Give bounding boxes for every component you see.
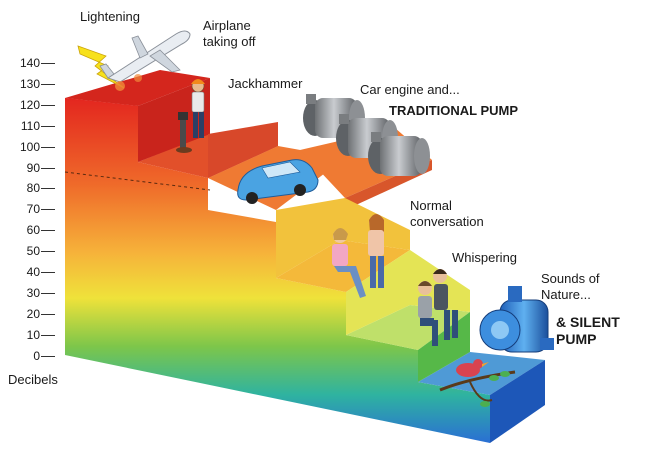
- decibel-tick-mark: [41, 355, 55, 357]
- decibel-tick-mark: [41, 272, 55, 273]
- airplane-icon: [99, 30, 191, 91]
- car-icon: [237, 159, 319, 204]
- label-whispering: Whispering: [452, 250, 518, 265]
- decibel-tick-label: 30: [26, 285, 40, 300]
- step-top-tread: [65, 70, 210, 106]
- decibel-tick-mark: [41, 63, 55, 64]
- decibel-tick-mark: [41, 83, 55, 85]
- decibel-tick: 120: [10, 98, 58, 112]
- label-airplane-line2: taking off: [203, 34, 256, 49]
- label-silent-line2: PUMP: [556, 331, 597, 347]
- decibel-tick: 100: [10, 140, 58, 154]
- jackhammer-worker-icon: [176, 79, 205, 153]
- decibel-tick-mark: [41, 188, 55, 190]
- label-traditional-pump: TRADITIONAL PUMP: [389, 103, 519, 118]
- step-nature-right-face: [490, 360, 545, 443]
- label-normal-line1: Normal: [410, 198, 452, 213]
- decibel-tick-mark: [41, 313, 55, 315]
- decibel-tick: 90: [10, 161, 58, 175]
- decibel-tick-label: 40: [26, 265, 40, 279]
- decibel-tick: 50: [10, 244, 58, 258]
- decibel-tick: 130: [10, 77, 58, 91]
- decibel-tick-label: 110: [20, 118, 40, 133]
- decibel-tick-label: 120: [19, 97, 40, 112]
- decibel-tick-label: 90: [26, 160, 40, 175]
- decibel-tick: 60: [10, 223, 58, 237]
- decibel-tick: 70: [10, 202, 58, 216]
- label-lightening: Lightening: [80, 9, 140, 24]
- decibel-tick: 40: [10, 265, 58, 279]
- decibel-tick-label: 20: [26, 306, 40, 321]
- decibel-tick-label: 10: [26, 327, 40, 342]
- decibel-tick: 0: [10, 349, 58, 363]
- silent-pump-icon: [479, 286, 554, 353]
- decibel-tick: 10: [10, 328, 58, 342]
- decibel-tick-mark: [41, 146, 55, 148]
- bird-icon: [439, 359, 516, 407]
- decibel-tick-label: 140: [19, 56, 40, 70]
- whispering-people-icon: [418, 269, 458, 346]
- decibel-tick-label: 0: [33, 348, 40, 363]
- decibel-tick-mark: [41, 292, 55, 294]
- label-airplane-line1: Airplane: [203, 18, 251, 33]
- label-nature-line1: Sounds of: [541, 271, 600, 286]
- decibel-tick-mark: [41, 251, 55, 253]
- decibel-tick-label: 50: [26, 244, 40, 259]
- decibel-tick-mark: [41, 334, 55, 336]
- traditional-pump-icon: [368, 132, 430, 176]
- decibel-tick: 20: [10, 307, 58, 321]
- decibel-tick: 140: [10, 56, 58, 70]
- conversation-people-icon: [332, 214, 384, 298]
- reference-dashed-line: [64, 171, 211, 191]
- decibel-tick-label: 130: [19, 76, 40, 91]
- label-car-engine: Car engine and...: [360, 82, 460, 97]
- decibel-tick-mark: [41, 230, 55, 232]
- decibel-tick-label: 80: [26, 181, 40, 196]
- decibel-tick-label: 100: [19, 139, 40, 154]
- decibel-tick-mark: [41, 167, 55, 169]
- decibel-tick-label: 60: [26, 223, 40, 238]
- label-jackhammer: Jackhammer: [228, 76, 303, 91]
- decibel-tick: 110: [10, 119, 58, 133]
- decibel-tick-mark: [41, 209, 55, 211]
- step-nature-tread: [418, 352, 545, 395]
- step-whisper-tread: [346, 305, 470, 350]
- label-silent-line1: & SILENT: [556, 314, 620, 330]
- staircase-left-face: [65, 98, 490, 443]
- decibel-tick-mark: [41, 125, 55, 127]
- decibel-tick: 80: [10, 181, 58, 195]
- label-normal-line2: conversation: [410, 214, 484, 229]
- label-nature-line2: Nature...: [541, 287, 591, 302]
- decibel-tick-label: 70: [26, 202, 40, 217]
- decibel-tick: 30: [10, 286, 58, 300]
- decibel-tick-mark: [41, 104, 55, 106]
- step-car-riser: [208, 122, 278, 178]
- decibels-axis-label: Decibels: [8, 372, 58, 387]
